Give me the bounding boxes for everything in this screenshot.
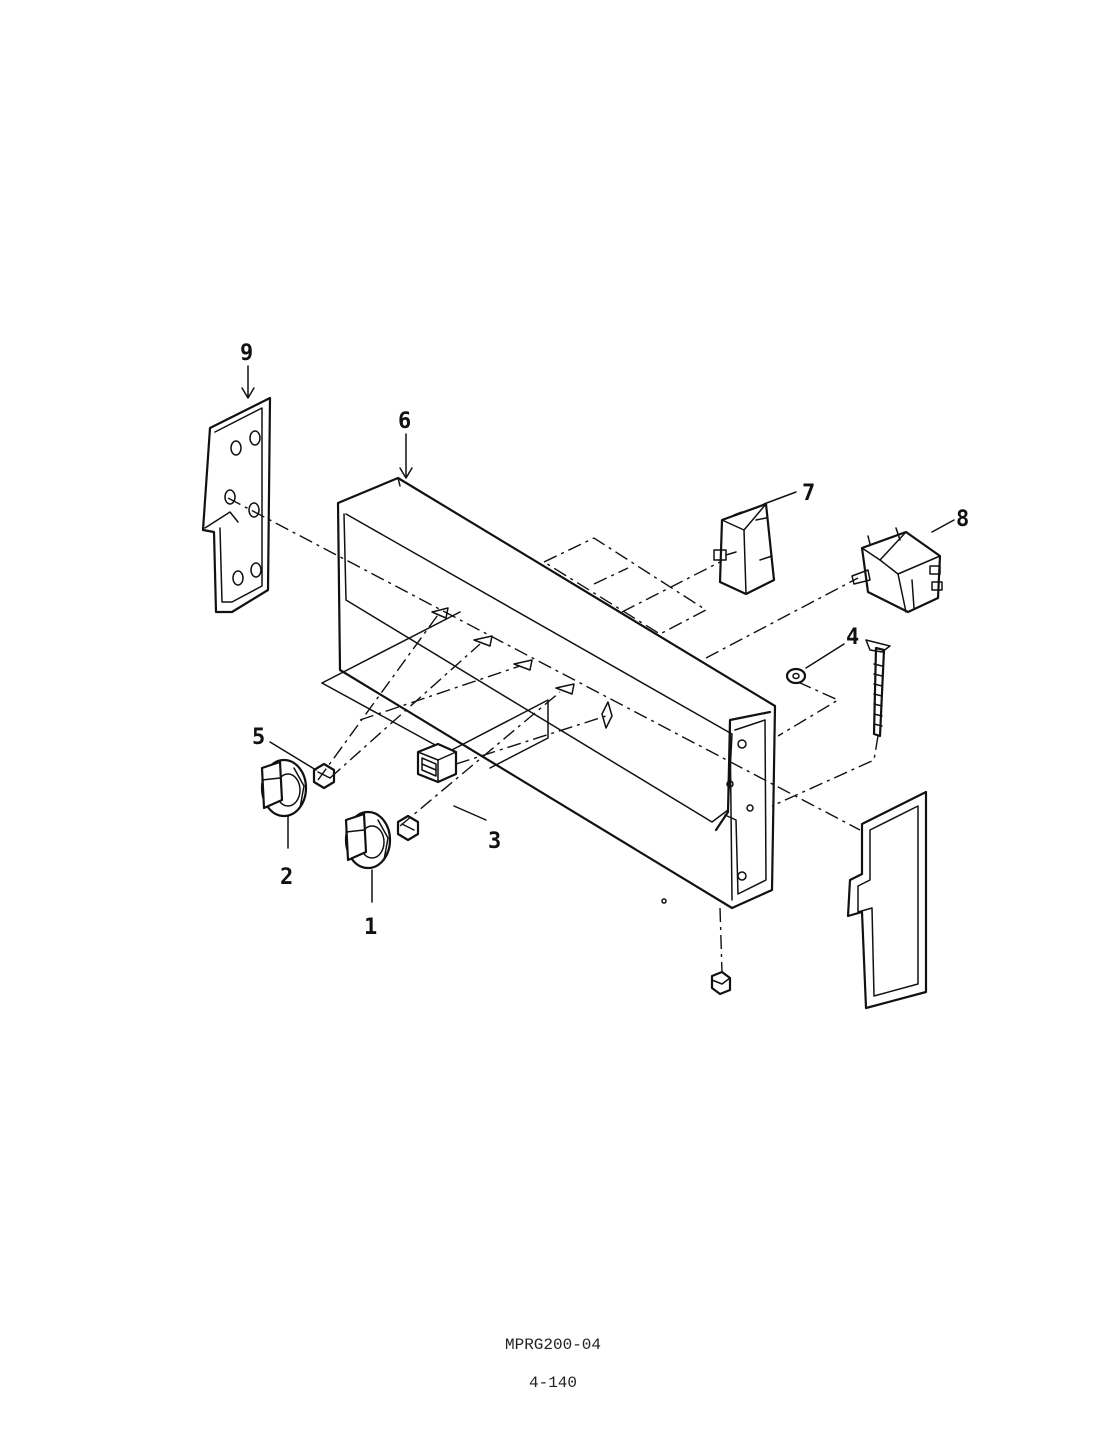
callout-4: 4: [846, 625, 859, 650]
control-panel-housing: [321, 476, 777, 910]
control-knob-left: [260, 758, 308, 818]
knob-spring-clip-2: [396, 814, 420, 842]
infinite-switch-small: [713, 502, 776, 596]
callout-7: 7: [802, 481, 815, 506]
callout-2: 2: [280, 865, 293, 890]
mounting-screw: [865, 639, 891, 738]
control-knob-right: [344, 810, 392, 870]
indicator-light: [416, 742, 458, 784]
assembly-lines: [227, 497, 879, 973]
callout-1: 1: [364, 915, 377, 940]
infinite-switch-large: [851, 527, 943, 614]
callout-8: 8: [956, 507, 969, 532]
callout-5: 5: [252, 725, 265, 750]
callout-3: 3: [488, 829, 501, 854]
knob-spring-clip: [312, 762, 336, 790]
bottom-clip: [710, 970, 732, 996]
leader-lines: [241, 365, 955, 903]
callout-6: 6: [398, 409, 411, 434]
right-end-bracket: [846, 790, 928, 1010]
washer: [785, 667, 807, 685]
callout-9: 9: [240, 341, 253, 366]
small-screw-dot: [661, 898, 667, 904]
model-code: MPRG200-04: [504, 1336, 601, 1354]
left-end-bracket: [201, 396, 272, 614]
page-number: 4-140: [528, 1374, 577, 1392]
